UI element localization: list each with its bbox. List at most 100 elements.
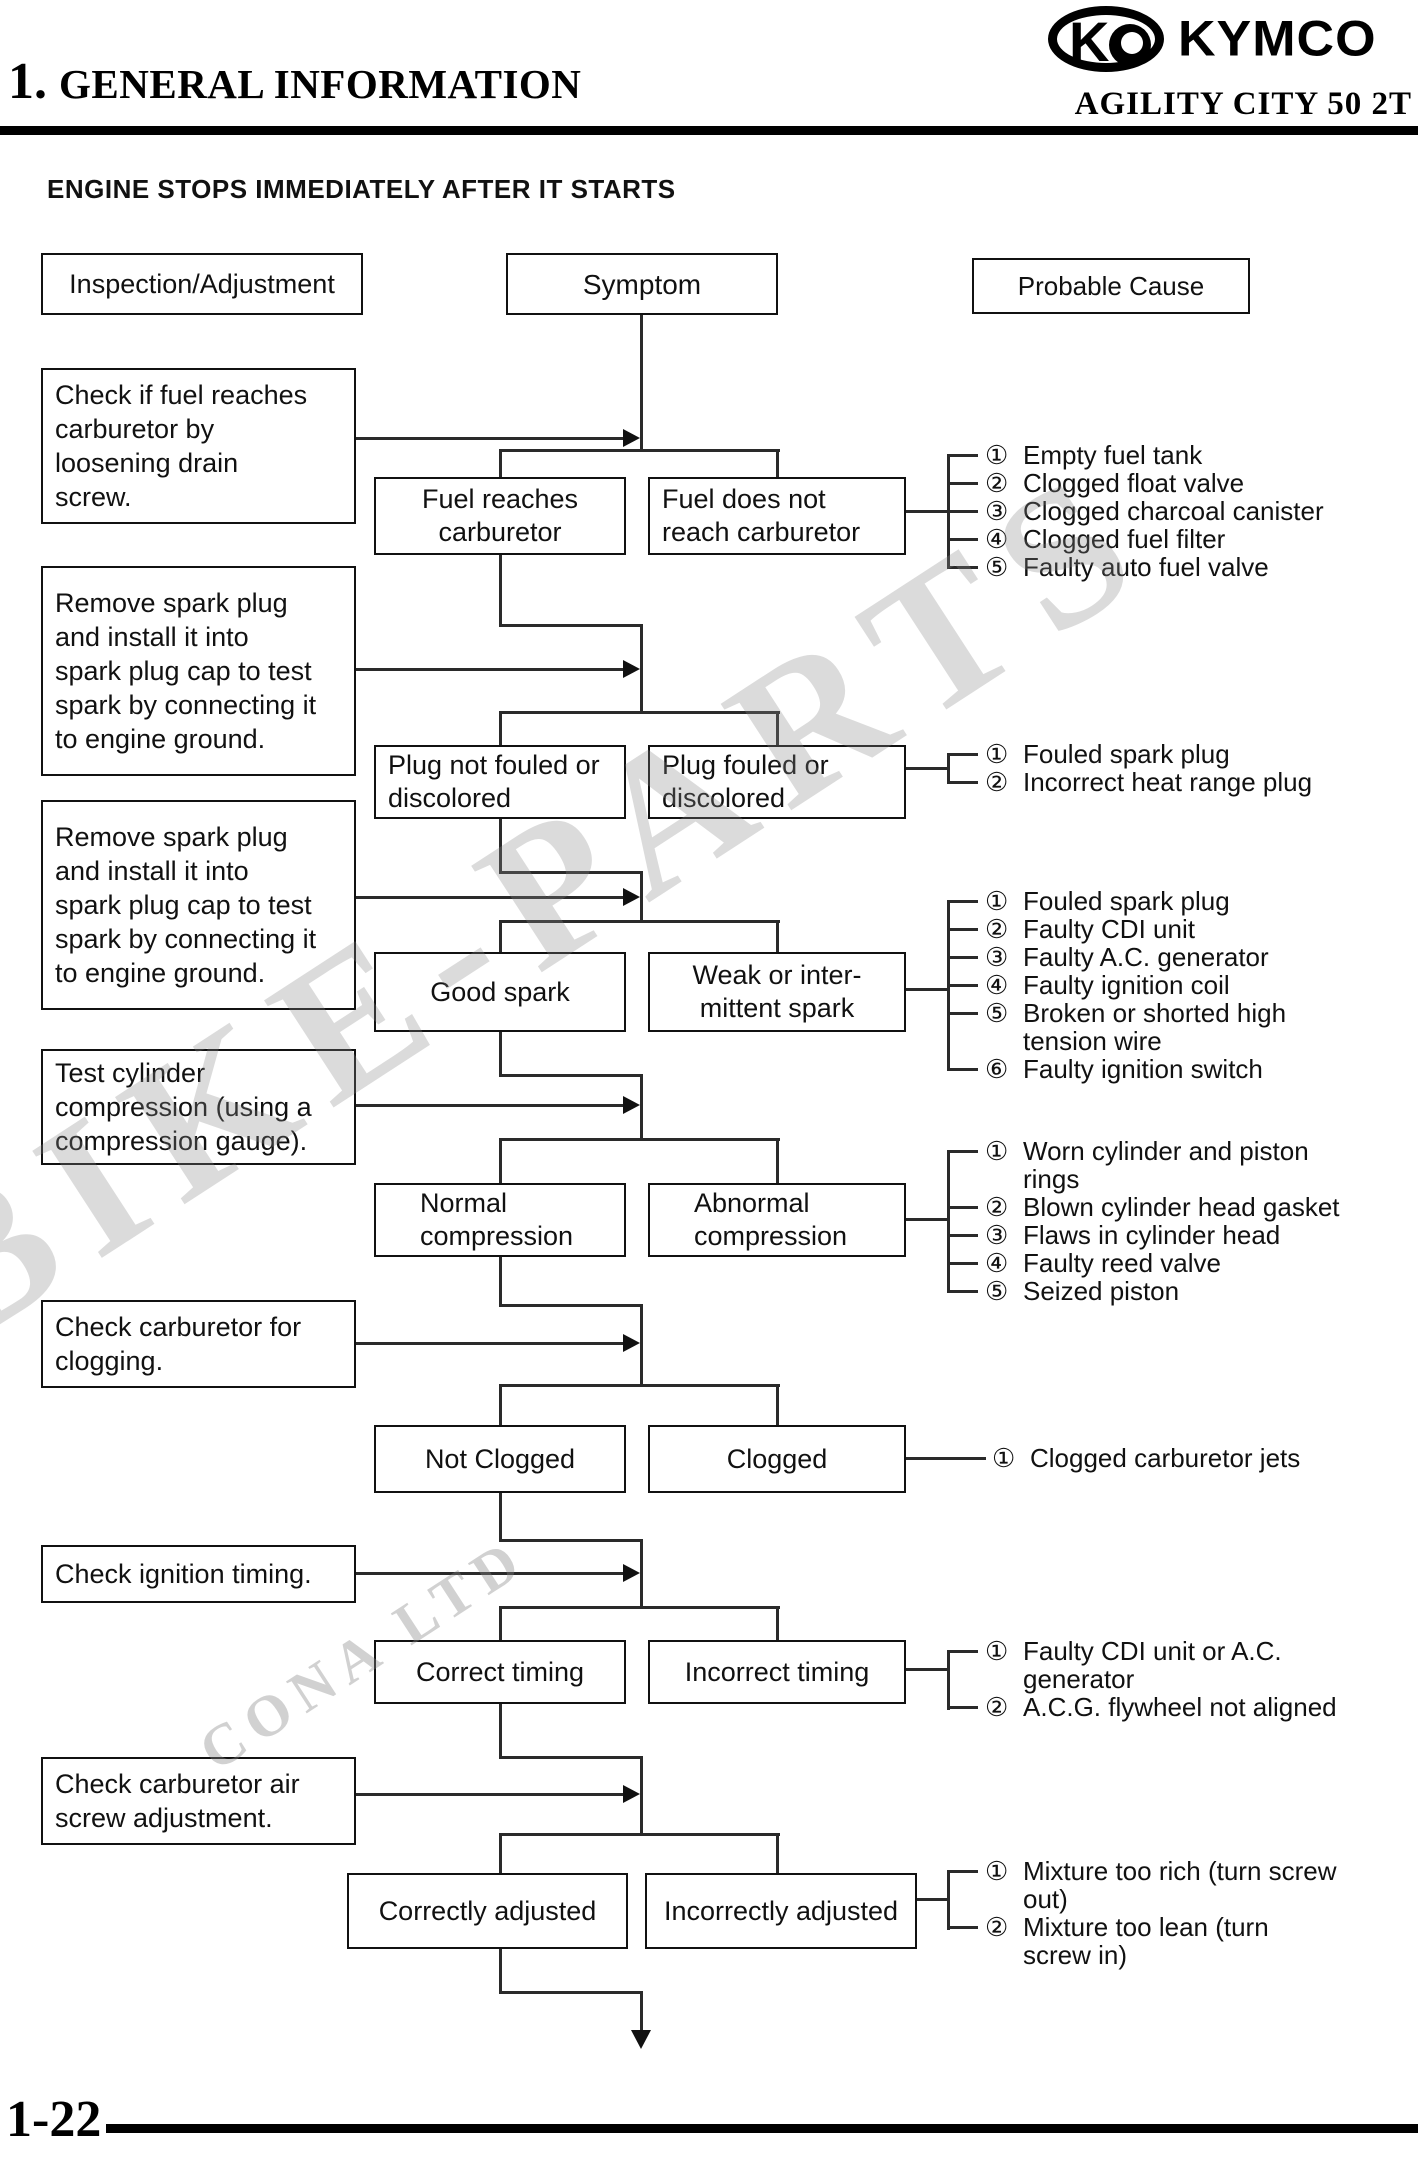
connector-line <box>776 920 779 952</box>
flow-arrowhead <box>623 429 640 447</box>
cause-tick-line <box>947 928 978 931</box>
brand-name: KYMCO <box>1178 11 1377 67</box>
cause-tick-line <box>947 781 978 784</box>
cause-number: ② <box>985 468 1009 498</box>
cause-tick-line <box>947 984 978 987</box>
column-header-probable-cause: Probable Cause <box>972 258 1250 314</box>
cause-item: ⑤ Faulty auto fuel valve <box>985 553 1418 581</box>
cause-item: ③ Faulty A.C. generator <box>985 943 1418 971</box>
brand-logo: K KYMCO <box>1048 6 1377 73</box>
connector-line <box>640 1539 643 1609</box>
chapter-title: GENERAL INFORMATION <box>59 61 582 107</box>
cause-text: Faulty ignition switch <box>1023 1054 1263 1084</box>
connector-line <box>499 1756 641 1759</box>
connector-line <box>640 624 643 713</box>
cause-entry-line <box>906 1668 948 1671</box>
cause-text: Blown cylinder head gasket <box>1023 1192 1340 1222</box>
connector-line <box>499 1493 502 1542</box>
cause-item: ② Blown cylinder head gasket <box>985 1193 1418 1221</box>
logo-k-glyph: K <box>1069 10 1110 73</box>
cause-number: ① <box>985 739 1009 769</box>
cause-item: ② Incorrect heat range plug <box>985 768 1418 796</box>
connector-line <box>499 1606 780 1609</box>
symptom-box-fuel-reaches: Fuel reaches carburetor <box>374 477 626 555</box>
connector-line <box>776 449 779 477</box>
cause-number: ③ <box>985 942 1009 972</box>
cause-text: Flaws in cylinder head <box>1023 1220 1281 1250</box>
cause-tick-line <box>947 1290 978 1293</box>
cause-number: ④ <box>985 524 1009 554</box>
flow-arrowhead <box>623 1564 640 1582</box>
cause-item: ③ Flaws in cylinder head <box>985 1221 1418 1249</box>
cause-entry-line <box>906 1218 948 1221</box>
connector-line <box>499 449 502 477</box>
cause-item: ④ Faulty ignition coil <box>985 971 1418 999</box>
cause-bracket-line <box>947 1150 950 1293</box>
cause-entry-line <box>906 510 948 513</box>
cause-number: ① <box>992 1443 1016 1473</box>
connector-line <box>499 819 502 874</box>
cause-item: ② A.C.G. flywheel not aligned <box>985 1693 1418 1721</box>
chapter-number: 1. <box>8 53 47 110</box>
cause-bracket-line <box>947 1870 950 1930</box>
symptom-box-good-spark: Good spark <box>374 952 626 1032</box>
continue-down-arrowhead <box>631 2030 651 2049</box>
section-title: ENGINE STOPS IMMEDIATELY AFTER IT STARTS <box>47 174 676 204</box>
cause-tick-line <box>947 1650 978 1653</box>
symptom-box-incorrectly-adjusted: Incorrectly adjusted <box>645 1873 917 1949</box>
chapter-heading: 1. GENERAL INFORMATION <box>8 52 581 111</box>
cause-number: ④ <box>985 970 1009 1000</box>
cause-number: ④ <box>985 1248 1009 1278</box>
cause-text: Clogged fuel filter <box>1023 524 1226 554</box>
cause-number: ③ <box>985 1220 1009 1250</box>
symptom-box-plug-fouled: Plug fouled or discolored <box>648 745 906 819</box>
connector-line <box>640 315 643 450</box>
connector-line <box>499 1074 641 1077</box>
connector-line <box>776 1384 779 1425</box>
connector-line <box>499 555 502 626</box>
column-header-symptom: Symptom <box>506 253 778 315</box>
connector-line <box>499 1606 502 1640</box>
flow-arrow-line <box>356 1793 624 1796</box>
cause-tick-line <box>947 454 978 457</box>
cause-number: ② <box>985 1192 1009 1222</box>
cause-number: ① <box>985 1856 1009 1886</box>
connector-line <box>499 1032 502 1077</box>
symptom-box-not-clogged: Not Clogged <box>374 1425 626 1493</box>
connector-line <box>640 1991 643 2032</box>
cause-number: ③ <box>985 496 1009 526</box>
cause-item: ⑥ Faulty ignition switch <box>985 1055 1418 1083</box>
flow-arrow-line <box>356 1104 624 1107</box>
cause-text: Fouled spark plug <box>1023 739 1230 769</box>
cause-entry-line <box>917 1898 948 1901</box>
cause-item: ③ Clogged charcoal canister <box>985 497 1418 525</box>
flow-arrowhead <box>623 888 640 906</box>
cause-tick-line <box>947 1068 978 1071</box>
inspection-box-carb-clogging: Check carburetor for clogging. <box>41 1300 356 1388</box>
flow-arrow-line <box>356 1572 624 1575</box>
connector-line <box>776 711 779 745</box>
connector-line <box>776 1606 779 1640</box>
cause-tick-line <box>947 1262 978 1265</box>
cause-text: Faulty CDI unit or A.C. generator <box>1023 1636 1282 1694</box>
connector-line <box>499 711 502 745</box>
connector-line <box>640 1756 643 1836</box>
flow-arrowhead <box>623 660 640 678</box>
connector-line <box>499 1384 502 1425</box>
connector-line <box>776 1833 779 1873</box>
cause-text: Clogged carburetor jets <box>1030 1443 1301 1473</box>
connector-line <box>499 1257 502 1307</box>
column-header-inspection: Inspection/Adjustment <box>41 253 363 315</box>
header-rule <box>0 126 1418 135</box>
cause-item: ① Fouled spark plug <box>985 740 1418 768</box>
cause-item: ① Mixture too rich (turn screw out) <box>985 1857 1418 1913</box>
cause-text: A.C.G. flywheel not aligned <box>1023 1692 1337 1722</box>
cause-text: Mixture too lean (turn screw in) <box>1023 1912 1269 1970</box>
cause-tick-line <box>947 956 978 959</box>
symptom-box-abnormal-compression: Abnormal compression <box>648 1183 906 1257</box>
cause-tick-line <box>947 1706 978 1709</box>
cause-item: ⑤ Broken or shorted high tension wire <box>985 999 1418 1055</box>
cause-tick-line <box>947 900 978 903</box>
cause-item: ⑤ Seized piston <box>985 1277 1418 1305</box>
connector-line <box>499 920 502 952</box>
